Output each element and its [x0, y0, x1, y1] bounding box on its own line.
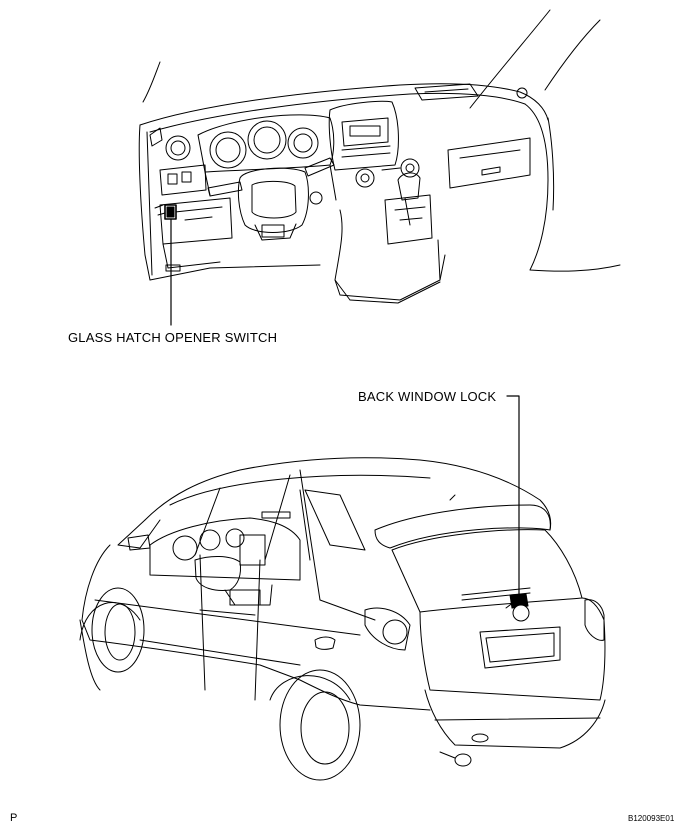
glass-hatch-opener-switch-label: GLASS HATCH OPENER SWITCH [68, 330, 278, 345]
back-window-lock-label: BACK WINDOW LOCK [358, 389, 497, 404]
figure-code: B120093E01 [628, 814, 675, 823]
page-marker: P [10, 812, 18, 824]
